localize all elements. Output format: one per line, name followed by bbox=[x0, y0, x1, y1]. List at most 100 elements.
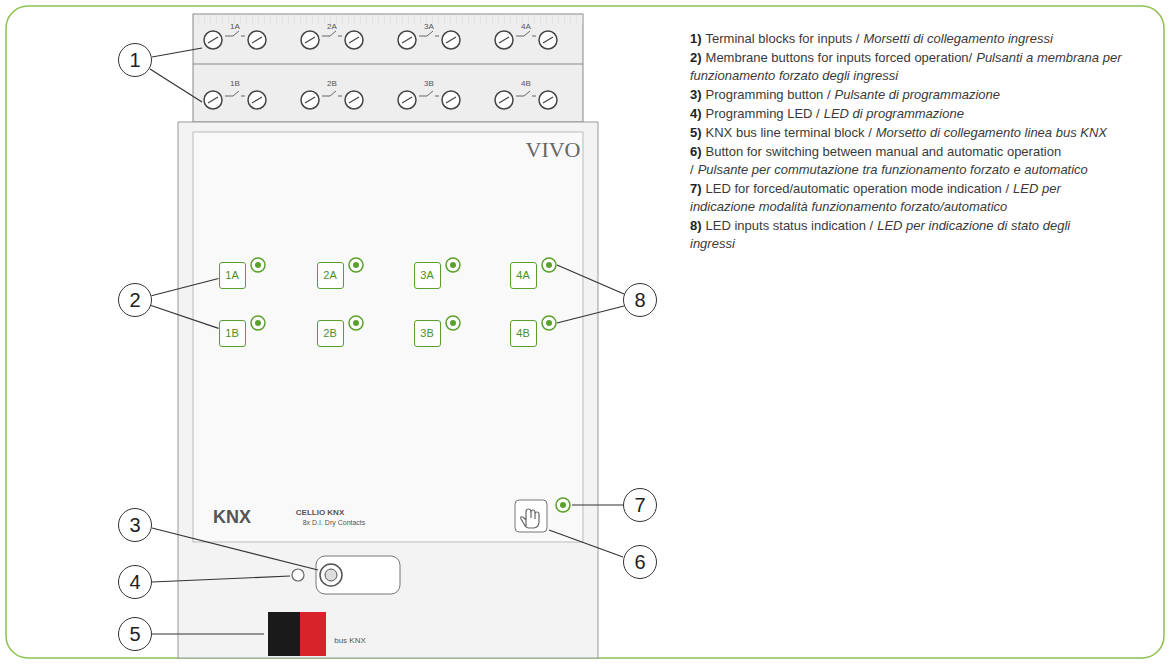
screw-slot bbox=[446, 37, 456, 43]
terminal-screw bbox=[442, 31, 460, 49]
mode-led-dot bbox=[560, 502, 566, 508]
item-number: 4) bbox=[690, 106, 702, 121]
terminal-screw bbox=[204, 31, 222, 49]
terminal-screw bbox=[204, 91, 222, 109]
italian-description: Pulsante per commutazione tra funzioname… bbox=[698, 162, 1088, 177]
callout-number: 8 bbox=[623, 283, 657, 317]
input-led bbox=[446, 316, 460, 330]
brand-logo: VIVO bbox=[526, 137, 581, 163]
programming-button-core bbox=[325, 569, 337, 581]
button-label: 3B bbox=[420, 327, 433, 339]
item-number: 2) bbox=[690, 50, 702, 65]
product-name: CELLIO KNX bbox=[296, 508, 344, 517]
screw-slot bbox=[349, 37, 359, 43]
description-list: 1)Terminal blocks for inputs /Morsetti d… bbox=[690, 30, 1122, 254]
terminal-screw bbox=[345, 31, 363, 49]
callout-text: 6 bbox=[634, 551, 645, 574]
description-item: 4) Programming LED / LED di programmazione bbox=[690, 105, 1122, 123]
input-led-dot bbox=[255, 262, 261, 268]
input-led bbox=[251, 316, 265, 330]
screw-slot bbox=[499, 37, 509, 43]
terminal-screw bbox=[442, 91, 460, 109]
knx-logo: KNX bbox=[213, 507, 251, 528]
input-led-dot bbox=[450, 320, 456, 326]
programming-led bbox=[292, 569, 304, 581]
button-label: 2A bbox=[323, 269, 336, 281]
input-led bbox=[349, 258, 363, 272]
english-description: Programming LED / bbox=[706, 106, 820, 121]
input-button: 3B bbox=[414, 320, 441, 347]
switch-symbol bbox=[225, 91, 245, 96]
input-button: 2B bbox=[317, 320, 344, 347]
product-type: 8x D.I. Dry Contacts bbox=[303, 519, 366, 526]
input-led bbox=[251, 258, 265, 272]
programming-button bbox=[320, 564, 342, 586]
screw-slot bbox=[402, 97, 412, 103]
terminal-screw bbox=[539, 91, 557, 109]
switch-symbol bbox=[419, 31, 439, 36]
input-led-dot bbox=[546, 262, 552, 268]
description-item: 1)Terminal blocks for inputs /Morsetti d… bbox=[690, 30, 1122, 48]
switch-symbol bbox=[419, 91, 439, 96]
input-button: 4B bbox=[510, 320, 537, 347]
status-leds bbox=[251, 258, 556, 330]
english-description: LED inputs status indication / bbox=[706, 218, 874, 233]
callout-number: 7 bbox=[623, 488, 657, 522]
callout-number: 5 bbox=[118, 617, 152, 651]
screw-slot bbox=[499, 97, 509, 103]
callout-number: 1 bbox=[118, 43, 152, 77]
callout-number: 4 bbox=[118, 565, 152, 599]
page-frame bbox=[6, 6, 1164, 658]
mode-led bbox=[556, 498, 570, 512]
input-led-dot bbox=[353, 262, 359, 268]
input-led bbox=[542, 316, 556, 330]
input-led bbox=[446, 258, 460, 272]
terminal-label: 1A bbox=[230, 22, 240, 31]
mode-button bbox=[515, 500, 547, 532]
description-item: 5)KNX bus line terminal block /Morsetto … bbox=[690, 124, 1122, 142]
english-description: Terminal blocks for inputs / bbox=[706, 31, 860, 46]
screw-slot bbox=[305, 97, 315, 103]
english-description: Membrane buttons for inputs forced opera… bbox=[706, 50, 973, 65]
callout-text: 3 bbox=[129, 514, 140, 537]
input-led-dot bbox=[353, 320, 359, 326]
input-button: 2A bbox=[317, 262, 344, 289]
terminal-screw bbox=[495, 31, 513, 49]
callout-number: 3 bbox=[118, 508, 152, 542]
terminal-label: 4A bbox=[521, 22, 531, 31]
terminal-screw bbox=[345, 91, 363, 109]
input-led-dot bbox=[546, 320, 552, 326]
bus-connector-black bbox=[268, 612, 300, 656]
callout-text: 8 bbox=[634, 289, 645, 312]
button-label: 4A bbox=[516, 269, 529, 281]
input-led-dot bbox=[255, 320, 261, 326]
callout-text: 2 bbox=[129, 289, 140, 312]
item-number: 3) bbox=[690, 87, 702, 102]
switch-symbol bbox=[516, 91, 536, 96]
terminal-screw bbox=[539, 31, 557, 49]
terminal-screw bbox=[495, 91, 513, 109]
italian-description: LED di programmazione bbox=[824, 106, 964, 121]
description-item: 3) Programming button / Pulsante di progra… bbox=[690, 86, 1122, 104]
input-button: 3A bbox=[414, 262, 441, 289]
italian-description: Pulsante di programmazione bbox=[835, 87, 1000, 102]
english-description: Programming button / bbox=[706, 87, 831, 102]
button-label: 3A bbox=[420, 269, 433, 281]
italian-description: Morsetti di collegamento ingressi bbox=[863, 31, 1052, 46]
screw-slot bbox=[208, 97, 218, 103]
terminal-screw bbox=[248, 91, 266, 109]
front-panel bbox=[193, 132, 583, 542]
terminal-label: 3A bbox=[424, 22, 434, 31]
callout-number: 6 bbox=[623, 545, 657, 579]
screw-slot bbox=[305, 37, 315, 43]
input-button: 1B bbox=[219, 320, 246, 347]
callout-number: 2 bbox=[118, 283, 152, 317]
switch-symbol bbox=[225, 31, 245, 36]
button-label: 2B bbox=[323, 327, 336, 339]
hand-icon bbox=[521, 509, 539, 528]
button-label: 4B bbox=[516, 327, 529, 339]
input-button: 1A bbox=[219, 262, 246, 289]
callout-text: 4 bbox=[129, 571, 140, 594]
terminal-screw bbox=[398, 91, 416, 109]
terminal-screw bbox=[398, 31, 416, 49]
